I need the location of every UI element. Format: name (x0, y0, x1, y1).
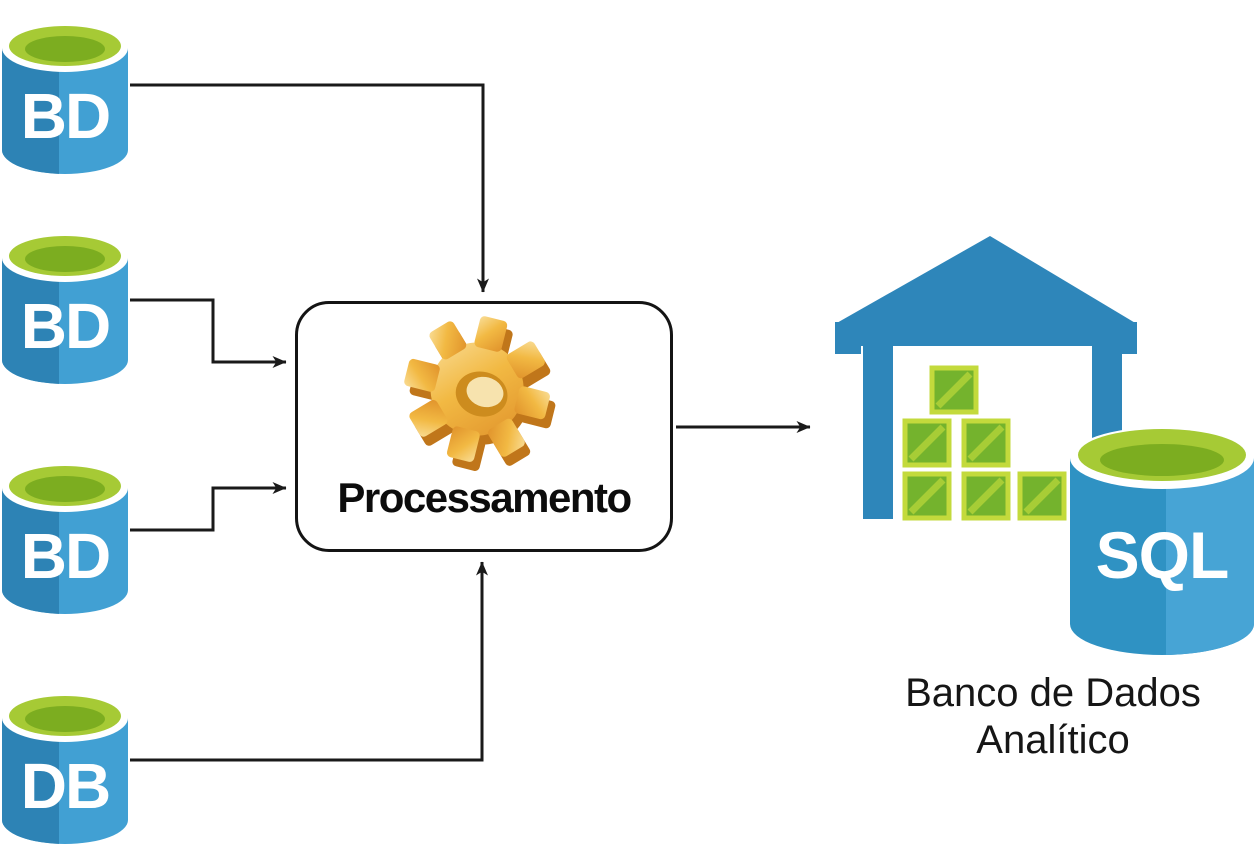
caption-line-1: Banco de Dados (905, 671, 1201, 715)
caption-line-2: Analítico (976, 718, 1130, 762)
warehouse-roof (835, 236, 1137, 324)
database-cylinder-db4: DB (2, 694, 128, 844)
warehouse-pillar-left (863, 346, 893, 519)
arrow-bd2-to-process (130, 298, 287, 368)
process-label: Processamento (337, 474, 632, 521)
warehouse-icon (835, 236, 1137, 521)
gear-icon (404, 316, 556, 471)
database-cylinder-bd2: BD (2, 234, 128, 384)
database-label: BD (21, 290, 109, 362)
database-label: BD (21, 80, 109, 152)
warehouse-caption: Banco de Dados Analítico (848, 670, 1258, 764)
database-cylinder-bd3: BD (2, 464, 128, 614)
process-node: Processamento (295, 301, 673, 552)
sql-label: SQL (1096, 518, 1229, 592)
database-label: BD (21, 520, 109, 592)
arrow-bd3-to-process (130, 482, 287, 532)
database-cylinder-bd1: BD (2, 24, 128, 174)
sql-database-cylinder: SQL (1070, 427, 1254, 655)
warehouse-crates (902, 365, 1067, 521)
arrow-db4-to-process (130, 561, 488, 762)
database-label: DB (21, 750, 109, 822)
arrow-bd1-to-process (130, 83, 489, 293)
